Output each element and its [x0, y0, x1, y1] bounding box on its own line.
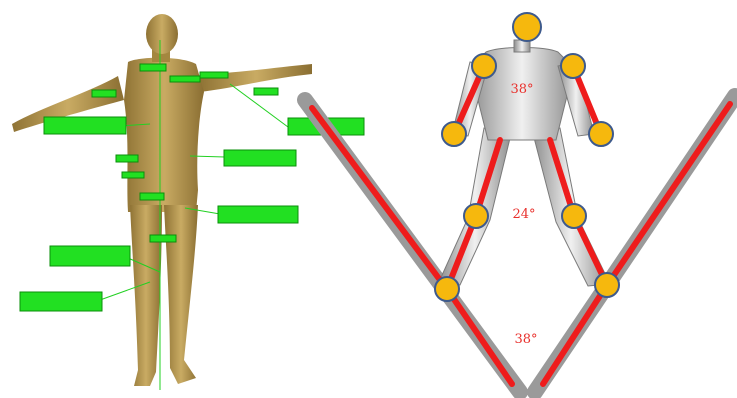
segment-right-ski-tail [612, 104, 730, 278]
joint-right-ankle [595, 273, 619, 297]
angle-legs-label: 24° [512, 207, 535, 222]
joint-left-shoulder [472, 54, 496, 78]
marker-label [140, 193, 164, 200]
marker-label [92, 90, 116, 97]
marker-dot [170, 76, 200, 82]
marker-label [150, 235, 176, 242]
joint-left-ankle [435, 277, 459, 301]
marker-label [50, 246, 130, 266]
marker-dot [122, 172, 144, 178]
marker-label [254, 88, 278, 95]
angle-skis-label: 38° [514, 332, 537, 347]
marker-label [224, 150, 296, 166]
angle-torso-label: 38° [510, 82, 533, 97]
body-right-leg [164, 205, 198, 384]
marker-label [218, 206, 298, 223]
joint-left-knee [464, 204, 488, 228]
body-head [146, 14, 178, 54]
marker-label [116, 155, 138, 162]
segment-left-ski-tail [312, 108, 440, 280]
joint-right-knee [562, 204, 586, 228]
marker-dot [200, 72, 228, 78]
joint-head [513, 13, 541, 41]
joint-right-shoulder [561, 54, 585, 78]
marker-label [140, 64, 166, 71]
segment-left-ski-front [447, 289, 512, 384]
joint-right-elbow [589, 122, 613, 146]
marker-label [20, 292, 102, 311]
joint-left-elbow [442, 122, 466, 146]
marker-label [44, 117, 126, 134]
body-left-leg [130, 205, 162, 386]
segment-right-ski-front [543, 285, 607, 384]
